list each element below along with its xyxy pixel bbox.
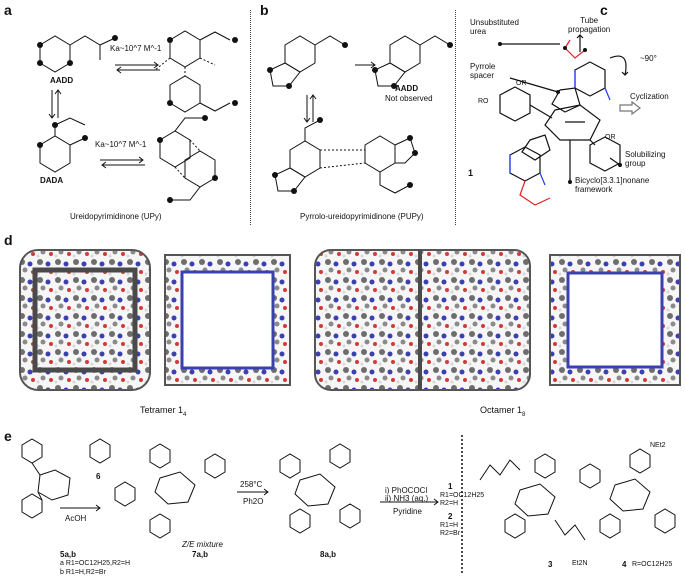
ph2o-label: Ph2O bbox=[243, 497, 264, 506]
compound-6-label: 6 bbox=[96, 472, 101, 481]
panel-letter-b: b bbox=[260, 2, 269, 18]
pyrrole-spacer-label: Pyrrole spacer bbox=[470, 62, 496, 80]
upy-caption: Ureidopyrimidinone (UPy) bbox=[70, 212, 162, 221]
panel-letter-d: d bbox=[4, 232, 13, 248]
panel-d-models bbox=[19, 249, 681, 391]
product-1-r2: R2=H bbox=[440, 500, 459, 507]
acoh-label: AcOH bbox=[65, 514, 87, 523]
or-top-label: OR bbox=[516, 80, 527, 87]
tetramer-label-text: Tetramer 1 bbox=[140, 405, 184, 415]
pyridine-label: Pyridine bbox=[393, 507, 422, 516]
product-2-r1: R1=H bbox=[440, 522, 459, 529]
temperature-label: 258°C bbox=[240, 480, 263, 489]
solubilizing-group-label: Solubilizing group bbox=[625, 150, 666, 168]
cyclization-label: Cyclization bbox=[630, 92, 669, 101]
panel-letter-a: a bbox=[4, 2, 12, 18]
octamer-label-text: Octamer 1 bbox=[480, 405, 523, 415]
step-ii-label: ii) NH3 (aq.) bbox=[385, 494, 429, 503]
tube-propagation-label: Tube propagation bbox=[568, 16, 611, 34]
et2n-label: Et2N bbox=[572, 560, 588, 567]
variant-b-label: b R1=H,R2=Br bbox=[60, 569, 106, 576]
panel-b-structures bbox=[267, 35, 453, 194]
tetramer-label: Tetramer 14 bbox=[140, 405, 186, 418]
product-2-r2: R2=Br bbox=[440, 530, 461, 537]
product-1-r1: R1=OC12H25 bbox=[440, 492, 485, 499]
compound-4-label: 4 bbox=[622, 560, 627, 569]
panel-letter-e: e bbox=[4, 428, 12, 444]
tetramer-subscript: 4 bbox=[183, 411, 187, 418]
not-observed-label: Not observed bbox=[385, 94, 433, 103]
aadd-label-a: AADD bbox=[50, 76, 74, 85]
tetramer-top-model bbox=[164, 254, 291, 386]
divider-bc bbox=[455, 10, 456, 225]
compound-3-label: 3 bbox=[548, 560, 553, 569]
compound-1-label: 1 bbox=[468, 168, 474, 178]
ro-left-label: RO bbox=[478, 98, 489, 105]
divider-ab bbox=[250, 10, 251, 225]
variant-a-label: a R1=OC12H25,R2=H bbox=[60, 560, 131, 567]
product-1-label: 1 bbox=[448, 482, 453, 491]
product-2-label: 2 bbox=[448, 512, 453, 521]
step-i-label: i) PhOCOCl bbox=[385, 486, 428, 495]
octamer-subscript: 8 bbox=[522, 411, 526, 418]
panel-c-structure bbox=[498, 34, 641, 206]
compound-5-label: 5a,b bbox=[60, 550, 77, 559]
aadd-label-b: AADD bbox=[395, 84, 419, 93]
compound-7-label: 7a,b bbox=[192, 550, 209, 559]
panel-letter-c: c bbox=[600, 2, 608, 18]
pupy-caption: Pyrrolo-ureidopyrimidinone (PUPy) bbox=[300, 212, 424, 221]
ka-bottom-label: Ka~10^7 M^-1 bbox=[95, 140, 147, 149]
octamer-side-model bbox=[314, 249, 531, 391]
or-bottom-label: OR bbox=[605, 134, 616, 141]
octamer-top-model bbox=[549, 254, 681, 386]
octamer-label: Octamer 18 bbox=[480, 405, 525, 418]
unsubstituted-urea-label: Unsubstituted urea bbox=[470, 18, 519, 36]
panel-e-scheme bbox=[21, 435, 676, 575]
tetramer-side-model bbox=[19, 249, 151, 391]
ka-top-label: Ka~10^7 M^-1 bbox=[110, 44, 162, 53]
panel-a-structures bbox=[37, 30, 238, 203]
compound-8-label: 8a,b bbox=[320, 550, 337, 559]
ze-mixture-label: Z/E mixture bbox=[182, 540, 223, 549]
compound-4-r-label: R=OC12H25 bbox=[632, 561, 673, 568]
bicyclo-label: Bicyclo[3.3.1]nonane framework bbox=[575, 176, 650, 194]
angle-label: ~90° bbox=[640, 54, 657, 63]
dada-label: DADA bbox=[40, 176, 64, 185]
net2-label: NEt2 bbox=[650, 442, 666, 449]
